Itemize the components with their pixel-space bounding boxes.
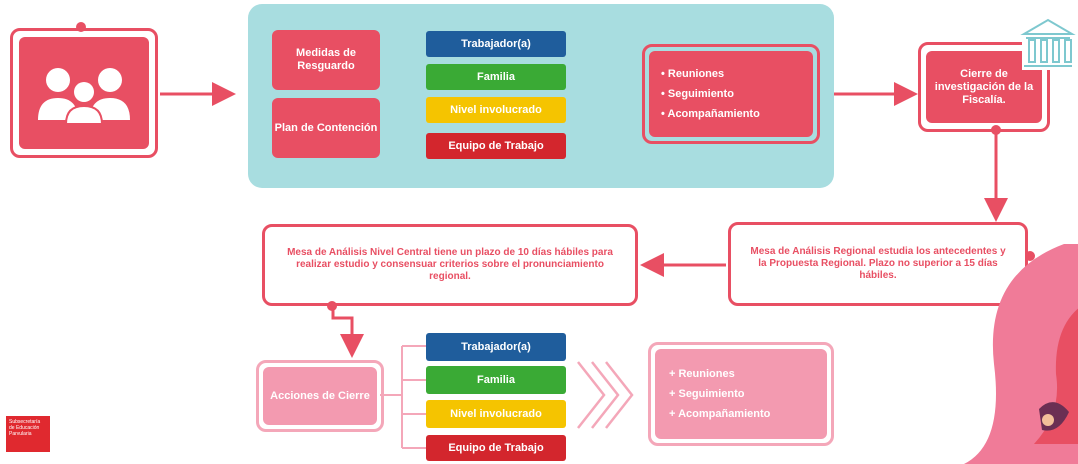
medidas-resguardo-box: Medidas de Resguardo bbox=[272, 30, 380, 90]
action-acompanamiento: • Acompañamiento bbox=[661, 108, 760, 120]
tag-equipo: Equipo de Trabajo bbox=[426, 133, 566, 159]
logo-text: Subsecretaría de Educación Parvularia bbox=[9, 419, 41, 437]
actions-frame: • Reuniones • Seguimiento • Acompañamien… bbox=[642, 44, 820, 144]
person-illustration bbox=[964, 244, 1078, 464]
tag-trabajador-bottom: Trabajador(a) bbox=[426, 333, 566, 361]
acciones-cierre-box: Acciones de Cierre bbox=[263, 367, 377, 425]
action-seguimiento: • Seguimiento bbox=[661, 88, 734, 100]
action-seguimiento-bottom: + Seguimiento bbox=[669, 388, 745, 400]
actions-box-bottom: + Reuniones + Seguimiento + Acompañamien… bbox=[655, 349, 827, 439]
tag-familia: Familia bbox=[426, 64, 566, 90]
tag-equipo-bottom: Equipo de Trabajo bbox=[426, 435, 566, 461]
tag-trabajador: Trabajador(a) bbox=[426, 31, 566, 57]
action-reuniones: • Reuniones bbox=[661, 68, 725, 80]
mesa-regional-box: Mesa de Análisis Regional estudia los an… bbox=[728, 222, 1028, 306]
actions-frame-bottom: + Reuniones + Seguimiento + Acompañamien… bbox=[648, 342, 834, 446]
tag-nivel-bottom: Nivel involucrado bbox=[426, 400, 566, 428]
acciones-cierre-frame: Acciones de Cierre bbox=[256, 360, 384, 432]
family-icon bbox=[38, 68, 130, 125]
mesa-central-box: Mesa de Análisis Nivel Central tiene un … bbox=[262, 224, 638, 306]
tag-familia-bottom: Familia bbox=[426, 366, 566, 394]
family-icon-frame bbox=[10, 28, 158, 158]
courthouse-icon bbox=[1020, 18, 1076, 70]
institution-logo: Subsecretaría de Educación Parvularia bbox=[6, 416, 50, 452]
tag-nivel: Nivel involucrado bbox=[426, 97, 566, 123]
arrow-central-to-acciones bbox=[331, 306, 364, 358]
family-icon-box bbox=[19, 37, 149, 149]
action-acompanamiento-bottom: + Acompañamiento bbox=[669, 408, 771, 420]
plan-contencion-box: Plan de Contención bbox=[272, 98, 380, 158]
actions-box: • Reuniones • Seguimiento • Acompañamien… bbox=[649, 51, 813, 137]
action-reuniones-bottom: + Reuniones bbox=[669, 368, 735, 380]
